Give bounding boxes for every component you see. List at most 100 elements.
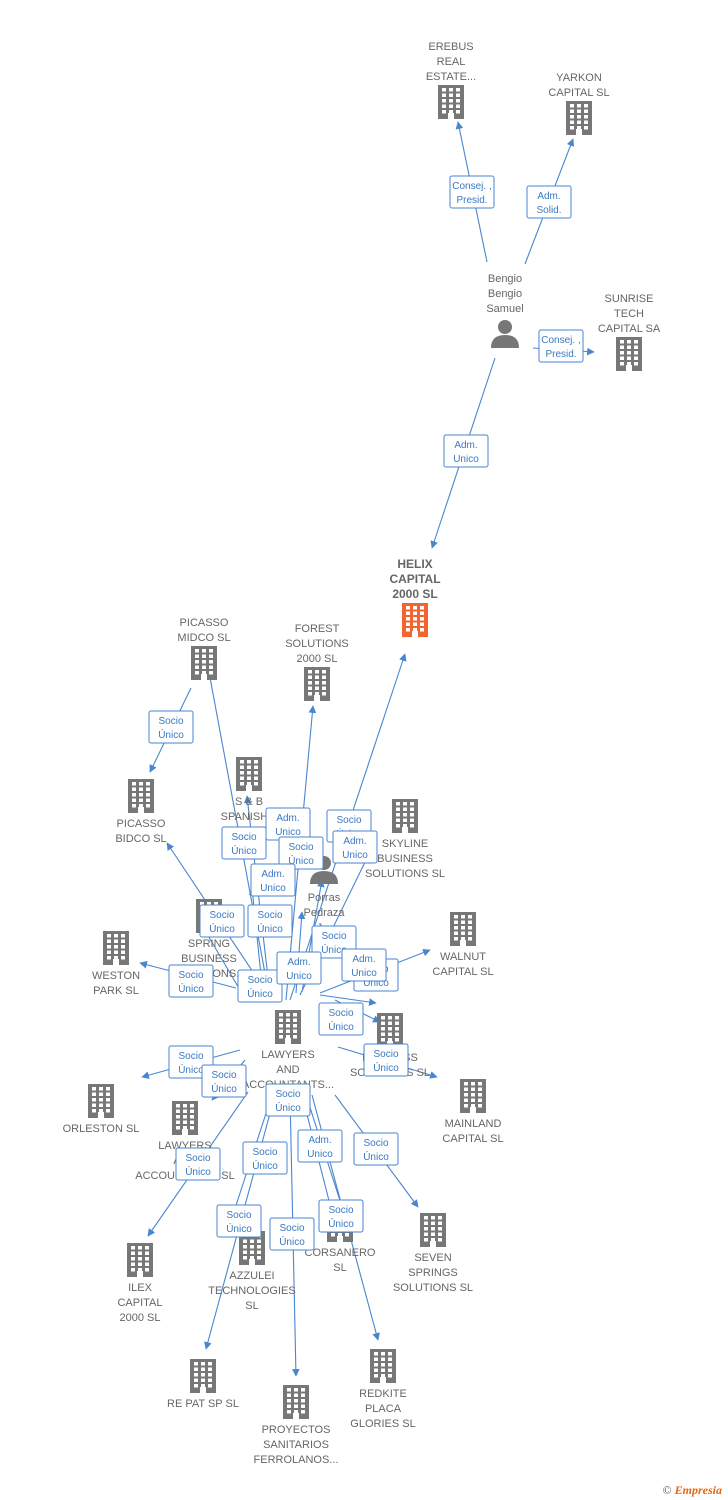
- relation-badge-r11[interactable]: Adm.Unico: [250, 863, 296, 897]
- building-window: [454, 926, 458, 930]
- building-window: [131, 1246, 135, 1250]
- relation-badge-r10[interactable]: Adm.Unico: [332, 830, 378, 864]
- node-label: PLACA: [365, 1403, 402, 1415]
- building-window: [620, 345, 624, 349]
- relation-badge-text: Único: [231, 844, 257, 857]
- relation-badge-box: [526, 185, 572, 219]
- building-window: [338, 1233, 342, 1237]
- node-label: CAPITAL: [389, 572, 440, 586]
- building-window: [145, 1262, 149, 1266]
- node-orleston[interactable]: ORLESTON SL: [63, 1084, 140, 1135]
- building-window: [301, 1404, 305, 1408]
- building-window: [438, 1216, 442, 1220]
- relation-badge-r1[interactable]: Consej. ,Presid.: [449, 175, 495, 209]
- relation-badge-r3[interactable]: Consej. ,Presid.: [538, 329, 584, 363]
- node-label: TECH: [614, 308, 644, 320]
- building-window: [468, 926, 472, 930]
- building-window: [431, 1221, 435, 1225]
- node-proyectos[interactable]: PROYECTOSSANITARIOSFERROLANOS...: [254, 1385, 339, 1466]
- building-window: [315, 692, 319, 696]
- building-window: [424, 1232, 428, 1236]
- building-window: [627, 351, 631, 355]
- relation-badge-r4[interactable]: Adm.Unico: [443, 434, 489, 468]
- empresia-credit[interactable]: © Empresia: [663, 1483, 722, 1498]
- node-label: LAWYERS: [261, 1049, 314, 1061]
- building-window: [449, 99, 453, 103]
- node-label: SL: [245, 1300, 258, 1312]
- node-label: 2000 SL: [297, 653, 338, 665]
- building-window: [301, 1410, 305, 1414]
- building-window: [195, 660, 199, 664]
- node-sb_spanish[interactable]: S & BSPANISH...: [221, 757, 278, 823]
- relation-badge-r6[interactable]: Adm.Unico: [265, 807, 311, 841]
- node-label: Porras: [308, 892, 341, 904]
- building-window: [577, 109, 581, 113]
- building-window: [240, 771, 244, 775]
- building-window: [301, 1388, 305, 1392]
- node-erebus[interactable]: EREBUSREALESTATE...: [426, 41, 476, 119]
- building-window: [315, 675, 319, 679]
- building-window: [146, 804, 150, 808]
- building-window: [240, 765, 244, 769]
- relation-badge-r19[interactable]: Adm.Unico: [341, 948, 387, 982]
- relation-badge-r27[interactable]: Adm.Unico: [297, 1129, 343, 1163]
- node-label: FERROLANOS...: [254, 1454, 339, 1466]
- building-door: [182, 1129, 188, 1135]
- node-label: GLORIES SL: [350, 1418, 415, 1430]
- building-window: [107, 950, 111, 954]
- building-window: [308, 681, 312, 685]
- building-window: [388, 1016, 392, 1020]
- building-door: [200, 1387, 206, 1393]
- building-window: [464, 1087, 468, 1091]
- relation-badge-text: Socio: [321, 931, 346, 942]
- building-window: [577, 120, 581, 124]
- building-window: [403, 824, 407, 828]
- building-window: [442, 93, 446, 97]
- building-window: [183, 1120, 187, 1124]
- relation-badge-r2[interactable]: Adm.Solid.: [526, 185, 572, 219]
- building-door: [137, 1271, 143, 1277]
- building-window: [315, 681, 319, 685]
- relation-badge-text: Único: [328, 1020, 354, 1033]
- building-window: [138, 1246, 142, 1250]
- relation-badge-r17[interactable]: Adm.Unico: [276, 951, 322, 985]
- node-label: HELIX: [397, 557, 432, 571]
- relation-badge-text: Unico: [342, 850, 368, 861]
- relation-badge-text: Socio: [158, 716, 183, 727]
- node-repat[interactable]: RE PAT SP SL: [167, 1359, 239, 1410]
- building-window: [294, 1404, 298, 1408]
- building-window: [293, 1029, 297, 1033]
